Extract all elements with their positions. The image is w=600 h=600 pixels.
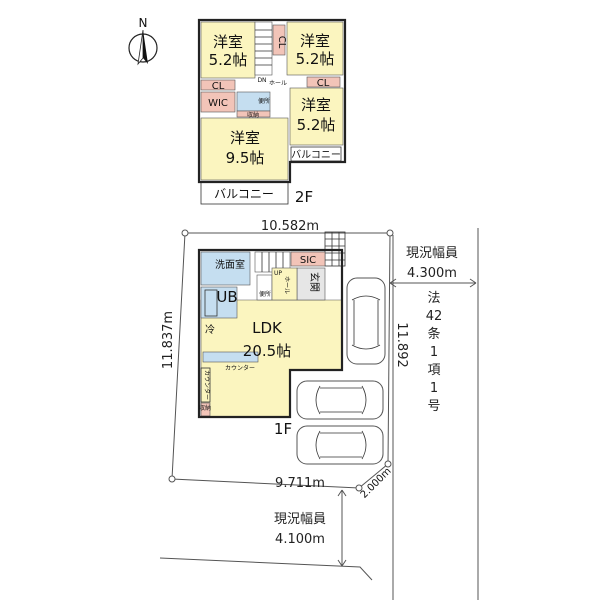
dimension-left: 11.837m [161,311,176,369]
room-western-tl [200,21,256,79]
shoe-closet [290,251,326,267]
closet-label: CL [317,78,330,89]
closet-left [200,79,236,91]
law-char: 条 [427,326,440,342]
counter-label: カウンター [225,364,255,372]
closet-label: CL [212,81,225,92]
washroom-label: 洗面室 [215,258,245,271]
counter-label: カウンター [203,370,211,400]
parking-car-horizontal [296,425,384,465]
room-master [200,117,289,181]
law-char: 1 [430,381,438,396]
entrance [296,267,326,301]
road-south-label: 現況幅員 [274,512,326,527]
law-char: 法 [427,291,440,306]
storage-label: 収納 [247,111,259,119]
floor-2-plan: 洋室 5.2帖 洋室 5.2帖 洋室 5.2帖 洋室 9.5帖 CL CL CL… [197,18,347,206]
dimension-bottom: 9.711m [275,476,325,491]
floor-1-plan: LDK 20.5帖 洗面室 UB SIC 玄関 ホール UP 便所 冷 カウンタ… [197,231,346,438]
roads [159,228,479,600]
storage-label: 収納 [199,404,211,412]
room-size: 9.5帖 [226,149,265,167]
law-char: 42 [426,309,443,324]
bath-label: UB [216,288,237,306]
road-east-width: 4.300m [407,266,457,281]
road-south-width: 4.100m [275,532,325,547]
toilet-label: 便所 [258,97,270,105]
dimension-right: 11.892 [394,322,409,368]
kitchen-counter [202,351,259,363]
floor-label: 2F [295,188,313,206]
stairs-label: DN [257,77,266,84]
wic [200,91,236,113]
room-western-tr [286,21,344,76]
north-arrow-icon: N [128,16,158,66]
entrance-label: 玄関 [308,272,321,292]
washroom [200,251,251,286]
room-size: 5.2帖 [297,116,336,134]
fridge-label: 冷 [205,323,215,336]
room-name: 洋室 [301,96,331,114]
bathtub-icon [204,289,218,317]
room-size: 20.5帖 [243,342,291,360]
parking-car-vertical [346,277,386,365]
hall-label: ホール [283,276,290,294]
room-name: 洋室 [230,129,260,147]
compass-label: N [139,16,148,30]
room-name: 洋室 [300,32,330,50]
law-char: 1 [430,345,438,360]
closet-label: CL [276,36,287,49]
room-size: 5.2帖 [209,51,248,69]
stairs-1f [254,251,291,273]
balcony-label: バルコニー [214,187,274,201]
road-east-law: 法 42 条 1 項 1 号 [426,291,443,414]
closet-vertical [272,24,286,56]
site-boundary [168,229,394,492]
counter-side [200,367,211,403]
stairs-2f [254,21,273,76]
unit-bath [200,286,238,319]
dimension-top: 10.582m [261,219,319,234]
floor-label: 1F [274,420,292,438]
room-size: 5.2帖 [296,50,335,68]
hall-label: ホール [269,80,287,87]
road-east-label: 現況幅員 [406,246,458,261]
law-char: 項 [427,363,440,378]
closet-right [306,76,341,88]
sic-label: SIC [300,255,316,266]
hall-1f [271,267,298,301]
wic-label: WIC [208,98,228,109]
room-name: LDK [252,319,283,337]
storage-2f [236,110,271,118]
room-name: 洋室 [213,33,243,51]
room-western-r [289,87,344,146]
parking-car-horizontal [296,380,384,420]
stairs-label: UP [274,270,282,277]
balcony-label: バルコニー [291,149,341,161]
toilet-label: 便所 [259,290,271,298]
law-char: 号 [427,399,440,414]
